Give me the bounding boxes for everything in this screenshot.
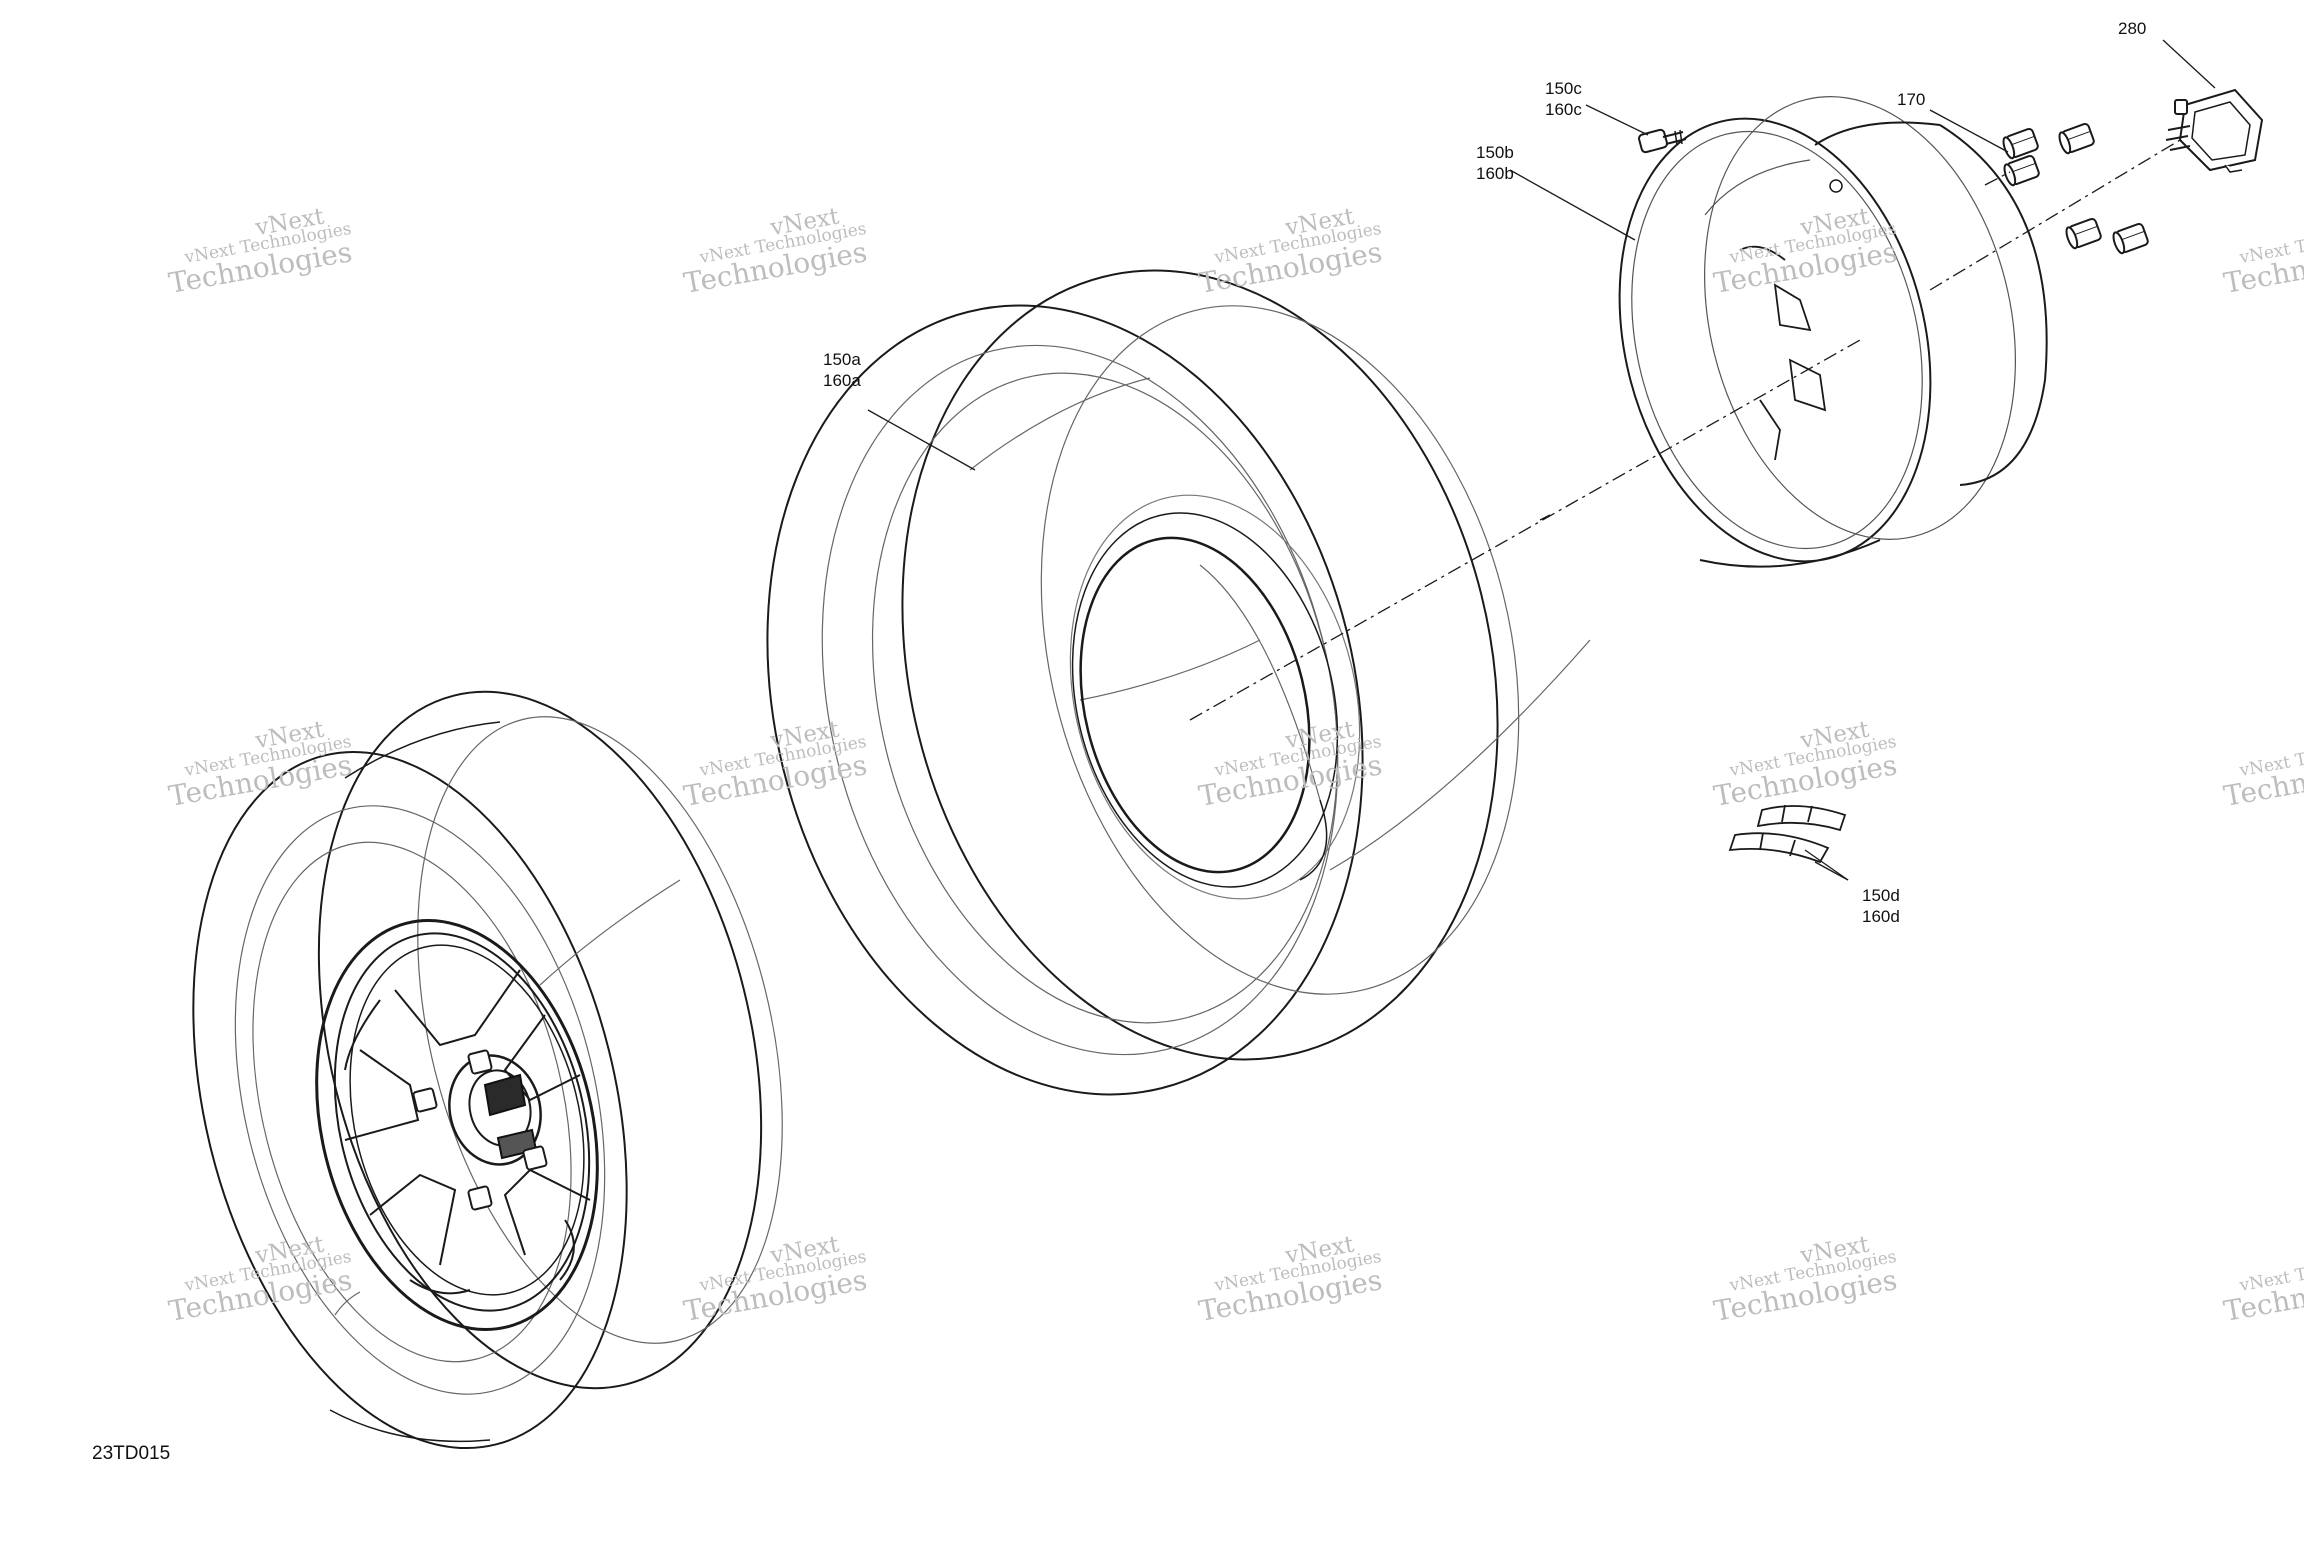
callout-150d-160d: 150d 160d [1862, 886, 1900, 926]
exploded-lug-nuts [2002, 123, 2149, 255]
rim-spokes [344, 969, 591, 1295]
lug-nuts [412, 1049, 548, 1211]
callout-170: 170 [1897, 90, 1926, 109]
valve-stem [1638, 128, 1687, 154]
exploded-tire [766, 269, 1591, 1096]
callout-150b-160b: 150b 160b [1476, 143, 1514, 183]
callout-150c-160c: 150c 160c [1545, 79, 1582, 119]
center-lines [1189, 139, 2181, 721]
exploded-rim [1618, 96, 2048, 568]
rim-inner-spokes [1739, 245, 1827, 461]
drawing-id: 23TD015 [92, 1443, 171, 1464]
callout-280: 280 [2118, 19, 2147, 38]
hub-cap [2165, 88, 2264, 173]
callout-150a-160a: 150a 160a [823, 350, 861, 390]
wheel-hub [448, 1054, 542, 1166]
rim-face [315, 919, 599, 1331]
assembled-wheel [192, 690, 783, 1450]
leader-lines [867, 39, 2216, 881]
balance-weights [1728, 804, 1847, 864]
